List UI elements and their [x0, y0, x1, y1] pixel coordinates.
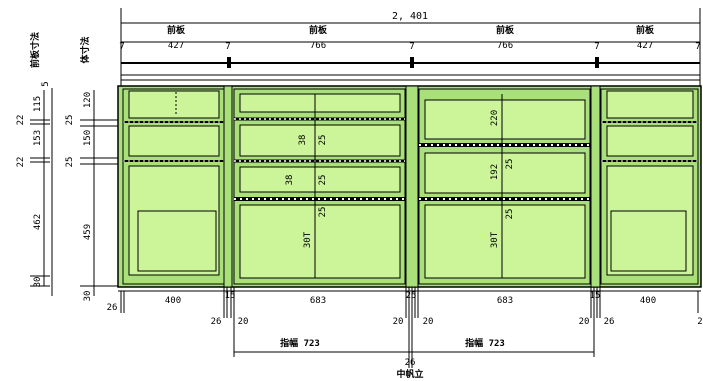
front-dim-30: 30 [33, 277, 43, 288]
drawer-width-right: 指幅 723 [465, 337, 505, 349]
inner-dim-25e: 25 [505, 209, 515, 220]
bottom-dim-20-b: 20 [393, 317, 404, 327]
bottom-dim-20-a: 20 [238, 317, 249, 327]
bottom-dim-15-left: 15 [225, 291, 236, 301]
middle-stile-label: 中帆立 [396, 368, 423, 380]
body-dim-25a: 25 [65, 115, 75, 126]
inner-dim-25d: 25 [505, 159, 515, 170]
front-dim-115: 115 [33, 96, 43, 112]
bottom-dim-683-right: 683 [497, 296, 513, 306]
bottom-dim-400-right: 400 [640, 296, 656, 306]
inner-dim-38b: 38 [285, 175, 295, 186]
bottom-dim-25-center: 25 [406, 291, 417, 301]
center-left-section: 38 25 38 25 30T 25 [233, 88, 406, 285]
body-dim-30: 30 [83, 291, 93, 302]
bottom-dim-20-d: 20 [579, 317, 590, 327]
front-dim-153: 153 [33, 130, 43, 146]
inner-dim-192: 192 [490, 164, 500, 180]
front-dim-22a: 22 [16, 115, 26, 126]
top-gap-4: 7 [594, 42, 599, 52]
bottom-dim-683-left: 683 [310, 296, 326, 306]
inner-dim-25a: 25 [318, 135, 328, 146]
front-dim-5: 5 [41, 81, 51, 86]
drawer-width-left: 指幅 723 [280, 337, 320, 349]
top-width-2: 766 [310, 41, 326, 51]
inner-dim-25c: 25 [318, 207, 328, 218]
bottom-dim-26-left: 26 [107, 303, 118, 313]
bottom-dimensions: 26 400 15 683 25 683 15 400 26 20 20 20 … [107, 287, 703, 380]
front-board-label-3: 前板 [496, 24, 515, 36]
bottom-dim-15-right: 15 [590, 291, 601, 301]
top-width-4: 427 [637, 41, 653, 51]
inner-dim-30t-b: 30T [490, 231, 500, 248]
front-dim-22b: 22 [16, 157, 26, 168]
body-dim-25b: 25 [65, 157, 75, 168]
front-board-dimensions: 前板 前板 前板 前板 7 7 7 7 7 427 766 766 427 [119, 24, 700, 52]
top-width-1: 427 [168, 41, 184, 51]
front-board-label-2: 前板 [309, 24, 328, 36]
top-rail [121, 57, 700, 81]
bottom-dim-26-b: 26 [604, 317, 615, 327]
bottom-dim-20-c: 20 [423, 317, 434, 327]
body-dim-150: 150 [83, 130, 93, 146]
front-board-label-4: 前板 [636, 24, 655, 36]
left-section [122, 88, 225, 285]
front-dim-462: 462 [33, 214, 43, 230]
center-right-section: 220 192 25 30T 25 [418, 88, 591, 285]
left-dimensions: 前板寸法 体寸法 115 22 153 22 462 30 5 120 25 1… [16, 32, 118, 301]
top-gap-3: 7 [409, 42, 414, 52]
front-dim-title: 前板寸法 [29, 32, 41, 68]
body-dim-title: 体寸法 [79, 36, 91, 63]
bottom-dim-26-a: 26 [211, 317, 222, 327]
inner-dim-38a: 38 [298, 135, 308, 146]
bottom-dim-26-center: 26 [405, 358, 416, 368]
inner-dim-220: 220 [490, 110, 500, 126]
cabinet-body: 38 25 38 25 30T 25 220 192 25 30T 25 [117, 85, 702, 288]
top-width-3: 766 [497, 41, 513, 51]
top-gap-5: 7 [695, 42, 700, 52]
bottom-dim-400-left: 400 [165, 296, 181, 306]
inner-dim-30t-a: 30T [303, 231, 313, 248]
inner-dim-25b: 25 [318, 175, 328, 186]
body-dim-120: 120 [83, 92, 93, 108]
top-gap-1: 7 [119, 42, 124, 52]
body-dim-459: 459 [83, 224, 93, 240]
bottom-dim-2: 2 [697, 317, 702, 327]
top-gap-2: 7 [225, 42, 230, 52]
right-section [600, 88, 699, 285]
overall-width-label: 2, 401 [392, 11, 428, 22]
front-board-label-1: 前板 [167, 24, 186, 36]
